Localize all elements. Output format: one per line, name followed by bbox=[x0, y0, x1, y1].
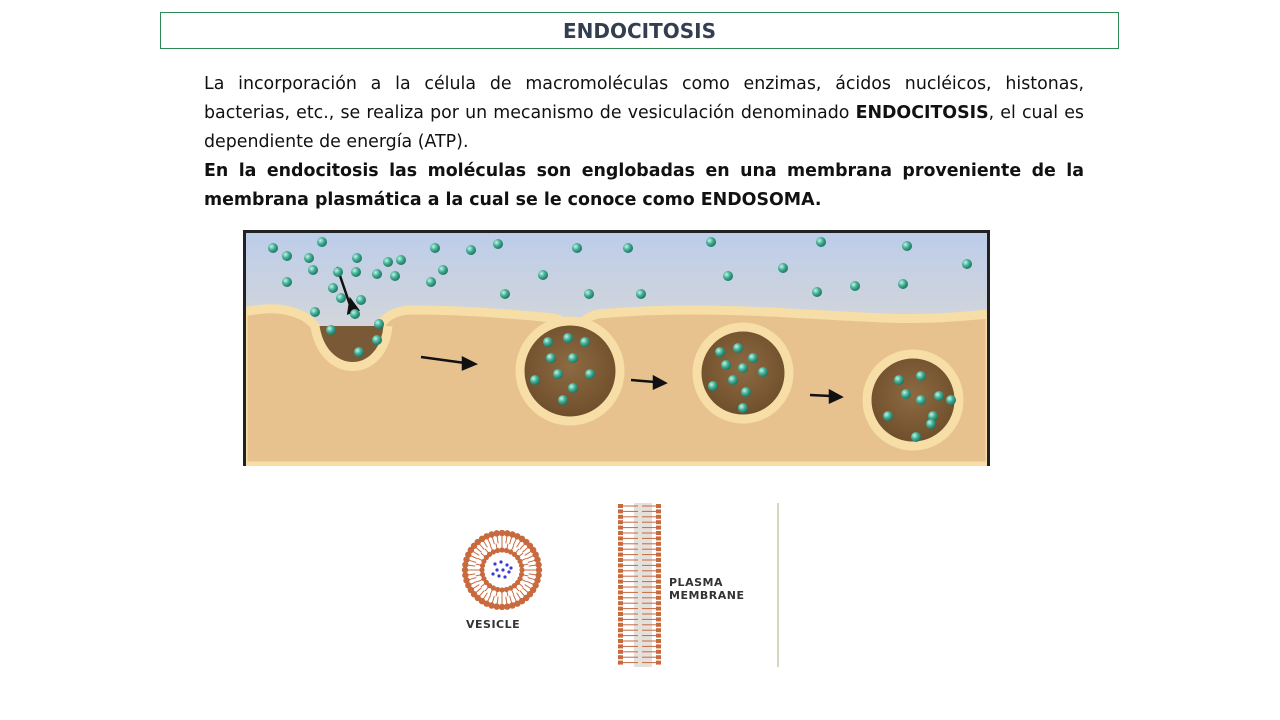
plasma-membrane-diagram bbox=[618, 503, 779, 667]
page-title: ENDOCITOSIS bbox=[562, 18, 717, 43]
paragraph-intro-end: , el cual es dependiente de energía (ATP… bbox=[204, 103, 1084, 152]
endocytosis-illustration bbox=[243, 230, 990, 466]
invagination-pit bbox=[310, 325, 393, 371]
paragraph-intro: La incorporación a la célula de macromol… bbox=[204, 70, 1084, 157]
vesicle-diagram bbox=[461, 530, 543, 610]
endosome bbox=[862, 349, 964, 451]
molecules bbox=[268, 237, 972, 442]
title-box: ENDOCITOSIS bbox=[160, 12, 1119, 49]
plasma-label-line1: PLASMA bbox=[669, 576, 723, 589]
paragraph-intro-term: ENDOCITOSIS bbox=[855, 103, 989, 123]
plasma-label-line2: MEMBRANE bbox=[669, 589, 745, 602]
paragraph-intro-start: La incorporación a la célula de macromol… bbox=[204, 74, 1084, 123]
plasma-membrane-label: PLASMA MEMBRANE bbox=[669, 576, 745, 602]
arrows bbox=[335, 266, 844, 404]
vesicle-label: VESICLE bbox=[466, 618, 521, 631]
paragraph-endosoma: En la endocitosis las moléculas son engl… bbox=[204, 161, 1084, 210]
body-text: La incorporación a la célula de macromol… bbox=[204, 70, 1084, 215]
